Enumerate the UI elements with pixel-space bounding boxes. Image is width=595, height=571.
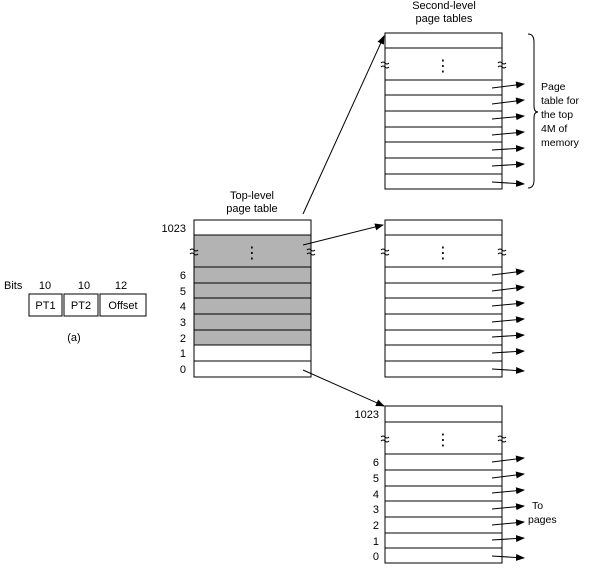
top-level-ellipsis: ⋮ bbox=[244, 245, 260, 262]
field-pt1-label: PT1 bbox=[35, 300, 55, 312]
second-level-title-line1: Second-level bbox=[412, 0, 476, 12]
field-offset-box bbox=[99, 293, 147, 317]
field-offset-label: Offset bbox=[108, 300, 137, 312]
top-entry-label-1023: 1023 bbox=[162, 223, 186, 235]
brace-note-line3: the top bbox=[541, 109, 573, 121]
top-level-title-line2: page table bbox=[226, 203, 277, 215]
top-entry-label-6: 6 bbox=[180, 270, 186, 282]
bottom-entry-label-4: 4 bbox=[373, 489, 379, 501]
bottom-entry-label-5: 5 bbox=[373, 473, 379, 485]
top-entry-label-5: 5 bbox=[180, 286, 186, 298]
bits-label: Bits bbox=[4, 280, 23, 292]
bottom-entry-label-1: 1 bbox=[373, 536, 379, 548]
table-middle-outgoing-arrows bbox=[491, 268, 525, 374]
bottom-entry-label-2: 2 bbox=[373, 520, 379, 532]
field-pt2-label: PT2 bbox=[71, 300, 91, 312]
caption-a: (a) bbox=[67, 332, 80, 344]
top-level-page-table: Top-level page table ⋮ 1023 6 5 4 3 2 bbox=[162, 190, 316, 378]
field-pt2-box bbox=[63, 293, 99, 317]
brace bbox=[527, 33, 539, 189]
brace-note-line5: memory bbox=[541, 137, 580, 149]
to-pages-line1: To bbox=[532, 500, 543, 512]
address-format: Bits 10 10 12 PT1 PT2 Offset (a) bbox=[4, 280, 147, 344]
shaded-entries bbox=[194, 235, 311, 345]
top-entry-label-1: 1 bbox=[180, 348, 186, 360]
top-entry-label-3: 3 bbox=[180, 317, 186, 329]
bit-count-offset: 12 bbox=[115, 280, 127, 292]
brace-note-line4: 4M of bbox=[541, 123, 567, 135]
field-pt1-box bbox=[28, 293, 63, 317]
top-level-row-lines bbox=[194, 234, 311, 362]
second-level-table-middle: ⋮ bbox=[380, 219, 525, 378]
top-entry-label-4: 4 bbox=[180, 301, 186, 313]
table-bottom-ellipsis: ⋮ bbox=[435, 432, 451, 449]
bottom-entry-label-0: 0 bbox=[373, 551, 379, 563]
brace-note-line2: table for bbox=[541, 95, 579, 107]
second-level-table-bottom: ⋮ 1023 6 5 4 3 2 1 0 To pages bbox=[355, 405, 557, 564]
top-entry-label-0: 0 bbox=[180, 364, 186, 376]
table-top-ellipsis: ⋮ bbox=[435, 58, 451, 75]
table-bottom-outgoing-arrows bbox=[491, 455, 525, 561]
bit-count-pt1: 10 bbox=[39, 280, 51, 292]
top-level-title-line1: Top-level bbox=[230, 190, 274, 202]
table-top-outgoing-arrows bbox=[491, 81, 525, 187]
second-level-table-top: ⋮ Page table for the top 4M of memory bbox=[380, 32, 580, 190]
bottom-entry-label-3: 3 bbox=[373, 504, 379, 516]
bottom-entry-label-6: 6 bbox=[373, 457, 379, 469]
second-level-title-line2: page tables bbox=[416, 13, 473, 25]
top-entry-label-2: 2 bbox=[180, 333, 186, 345]
top-level-break-marks bbox=[189, 248, 316, 256]
to-pages-line2: pages bbox=[528, 514, 557, 526]
table-middle-ellipsis: ⋮ bbox=[435, 245, 451, 262]
top-level-pointer-arrows bbox=[302, 35, 385, 407]
brace-note-line1: Page bbox=[541, 81, 566, 93]
bit-count-pt2: 10 bbox=[78, 280, 90, 292]
bottom-entry-label-1023: 1023 bbox=[355, 409, 379, 421]
